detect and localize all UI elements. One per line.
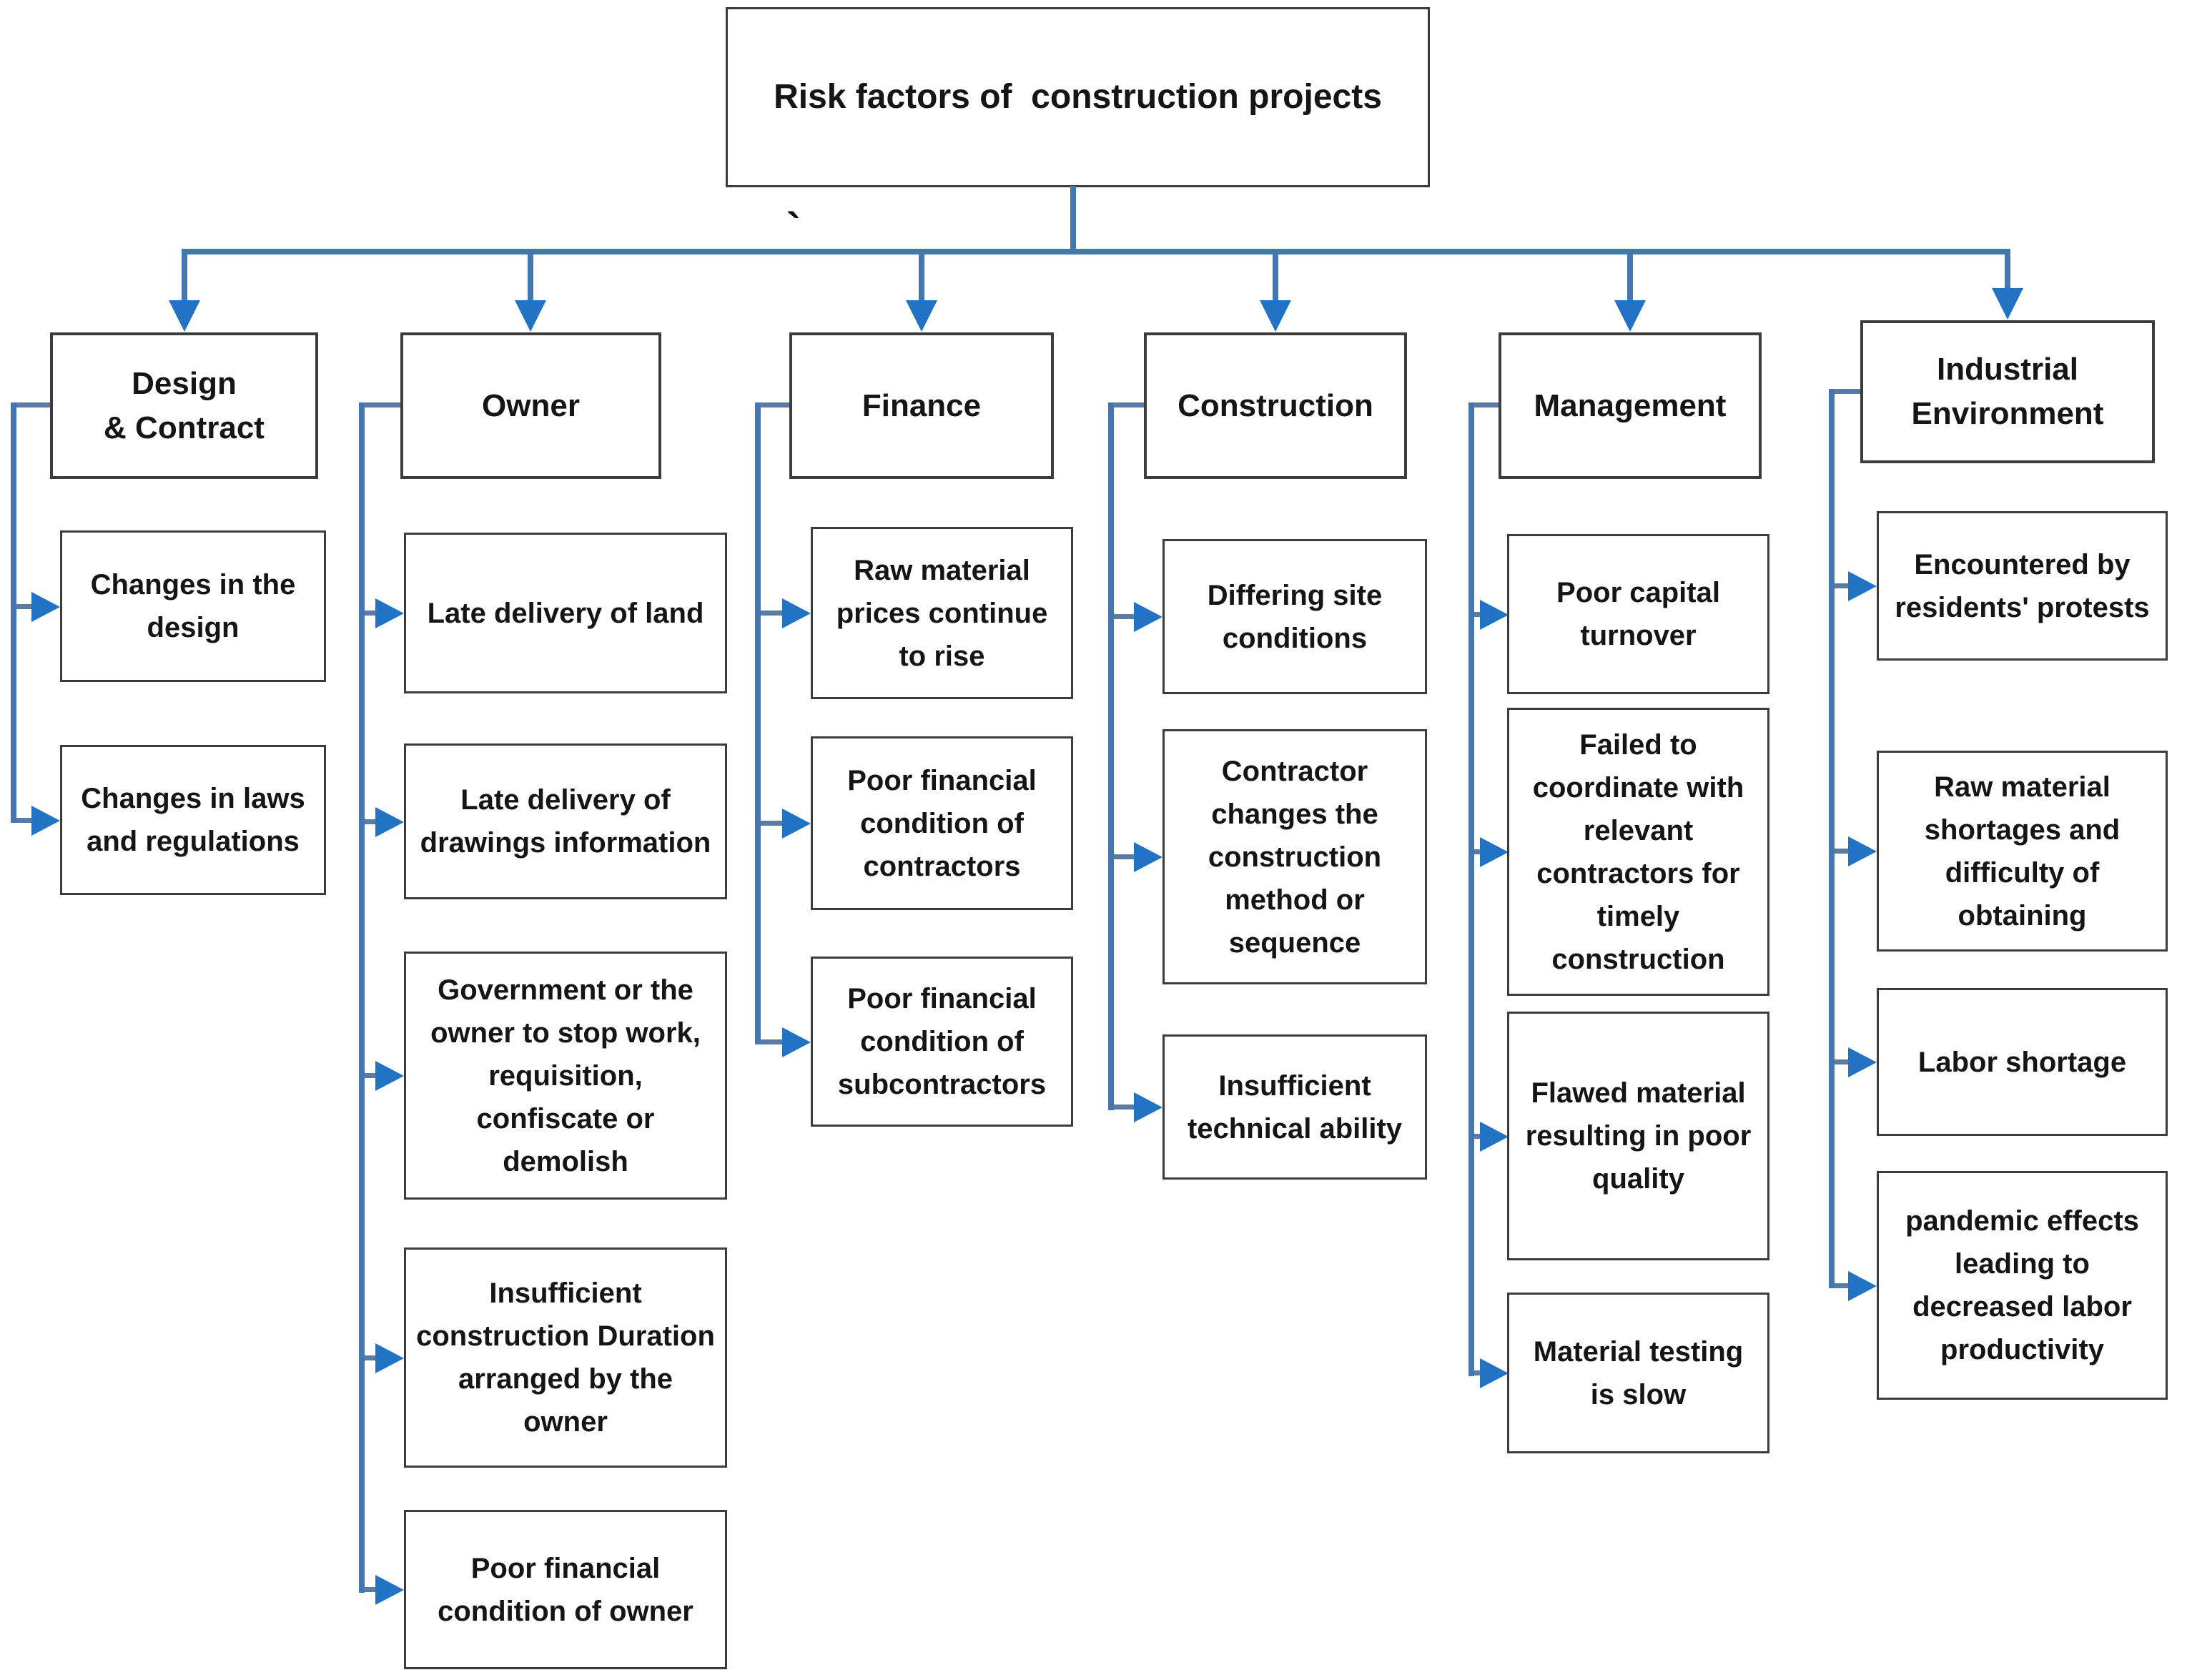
risk-item-box: Poor financial condition of contractors — [811, 736, 1073, 910]
arrow-down-icon — [1273, 255, 1278, 300]
connector-header-stub — [1114, 402, 1144, 407]
arrow-down-icon — [2005, 255, 2010, 288]
category-box-finance: Finance — [789, 332, 1054, 479]
arrow-right-connector — [1835, 1059, 1848, 1064]
arrow-right-connector — [1474, 1134, 1480, 1139]
risk-item-box: Raw material shortages and difficulty of… — [1877, 751, 2168, 952]
arrow-right-connector — [1835, 1283, 1848, 1288]
risk-item-box: Government or the owner to stop work, re… — [404, 952, 727, 1200]
connector-trunk-management — [1468, 402, 1474, 1376]
category-box-owner: Owner — [400, 332, 661, 479]
risk-item-box: Poor financial condition of subcontracto… — [811, 957, 1073, 1127]
risk-item-box: Insufficient technical ability — [1162, 1034, 1427, 1180]
arrow-right-connector — [761, 1039, 782, 1044]
category-box-design-contract: Design & Contract — [50, 332, 318, 479]
arrow-right-connector — [761, 611, 782, 616]
risk-item-box: Labor shortage — [1877, 988, 2168, 1136]
arrow-right-connector — [1835, 849, 1848, 854]
connector-header-stub — [761, 402, 789, 407]
connector-trunk-finance — [755, 402, 761, 1044]
risk-item-box: Changes in laws and regulations — [60, 745, 326, 895]
connector-distributor — [182, 249, 2010, 255]
stray-tick-mark: ` — [786, 204, 801, 252]
connector-trunk-construction — [1108, 402, 1114, 1110]
category-box-industrial-environment: Industrial Environment — [1860, 320, 2155, 463]
risk-item-box: Poor capital turnover — [1507, 534, 1769, 694]
category-box-construction: Construction — [1144, 332, 1407, 479]
risk-item-box: Differing site conditions — [1162, 539, 1427, 694]
category-box-management: Management — [1499, 332, 1762, 479]
risk-item-box: Late delivery of drawings information — [404, 743, 727, 899]
connector-trunk-industrial — [1829, 389, 1835, 1288]
arrow-right-connector — [16, 604, 31, 609]
risk-item-box: Changes in the design — [60, 530, 326, 682]
arrow-right-connector — [1114, 854, 1134, 859]
arrow-down-icon — [919, 255, 924, 300]
connector-trunk-design — [11, 402, 16, 823]
arrow-right-connector — [365, 611, 375, 616]
arrow-right-connector — [1474, 849, 1480, 854]
arrow-down-icon — [1627, 255, 1633, 300]
risk-item-box: Contractor changes the construction meth… — [1162, 729, 1427, 984]
risk-item-box: Raw material prices continue to rise — [811, 527, 1073, 699]
arrow-right-connector — [761, 821, 782, 826]
risk-item-box: Insufficient construction Duration arran… — [404, 1247, 727, 1468]
arrow-right-connector — [1835, 583, 1848, 588]
arrow-down-icon — [528, 255, 533, 300]
risk-item-box: Late delivery of land — [404, 533, 727, 693]
connector-trunk-owner — [359, 402, 365, 1593]
risk-item-box: Failed to coordinate with relevant contr… — [1507, 708, 1769, 996]
arrow-down-icon — [182, 255, 187, 300]
arrow-right-connector — [16, 818, 31, 823]
risk-item-box: Flawed material resulting in poor qualit… — [1507, 1012, 1769, 1260]
arrow-right-connector — [1114, 1105, 1134, 1110]
risk-item-box: pandemic effects leading to decreased la… — [1877, 1171, 2168, 1400]
connector-title-drop — [1070, 186, 1076, 252]
risk-item-box: Material testing is slow — [1507, 1293, 1769, 1453]
title-box: Risk factors of construction projects — [726, 7, 1430, 187]
arrow-right-connector — [365, 1073, 375, 1078]
arrow-right-connector — [365, 819, 375, 824]
connector-header-stub — [1835, 389, 1860, 394]
risk-item-box: Encountered by residents' protests — [1877, 511, 2168, 661]
connector-header-stub — [365, 402, 400, 407]
arrow-right-connector — [1474, 612, 1480, 617]
connector-header-stub — [16, 402, 50, 407]
arrow-right-connector — [365, 1355, 375, 1360]
risk-item-box: Poor financial condition of owner — [404, 1510, 727, 1669]
connector-header-stub — [1474, 402, 1499, 407]
arrow-right-connector — [365, 1587, 375, 1592]
arrow-right-connector — [1474, 1370, 1480, 1375]
arrow-right-connector — [1114, 614, 1134, 619]
